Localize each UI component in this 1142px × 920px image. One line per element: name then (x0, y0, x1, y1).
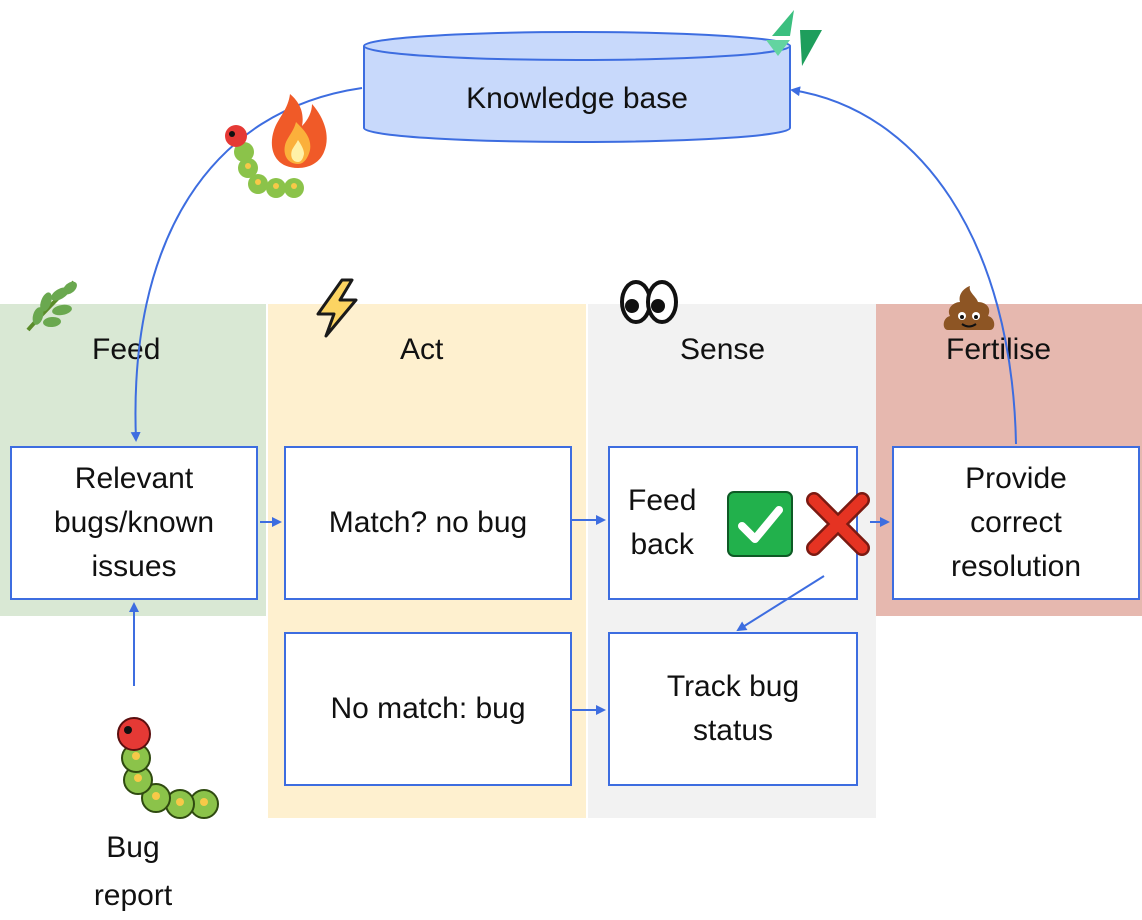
match-no-bug-label: Match? no bug (328, 506, 528, 539)
track-bug-label: Track bug status (666, 670, 800, 747)
lane-title-feed: Feed (92, 333, 161, 366)
caterpillar-icon (117, 717, 219, 819)
track-bug-box: Track bug status (608, 632, 858, 786)
caterpillar-icon (225, 125, 304, 198)
bug-report-label: Bug report (93, 831, 173, 912)
no-match-bug-label: No match: bug (330, 692, 526, 725)
lane-title-fertilise: Fertilise (946, 333, 1052, 366)
fire-icon (271, 94, 327, 168)
lane-title-sense: Sense (680, 333, 766, 366)
provide-resolution-label: Provide correct resolution (950, 462, 1082, 583)
knowledge-base-label: Knowledge base (466, 82, 688, 115)
match-no-bug-box: Match? no bug (284, 446, 572, 600)
feed-back-box: Feed back (608, 446, 858, 600)
relevant-bugs-label: Relevant bugs/known issues (53, 462, 215, 583)
relevant-bugs-box: Relevant bugs/known issues (10, 446, 258, 600)
lane-title-act: Act (400, 333, 444, 366)
no-match-bug-box: No match: bug (284, 632, 572, 786)
feed-back-label: Feed back (628, 484, 697, 561)
provide-resolution-box: Provide correct resolution (892, 446, 1140, 600)
jira-logo-icon (766, 10, 822, 66)
